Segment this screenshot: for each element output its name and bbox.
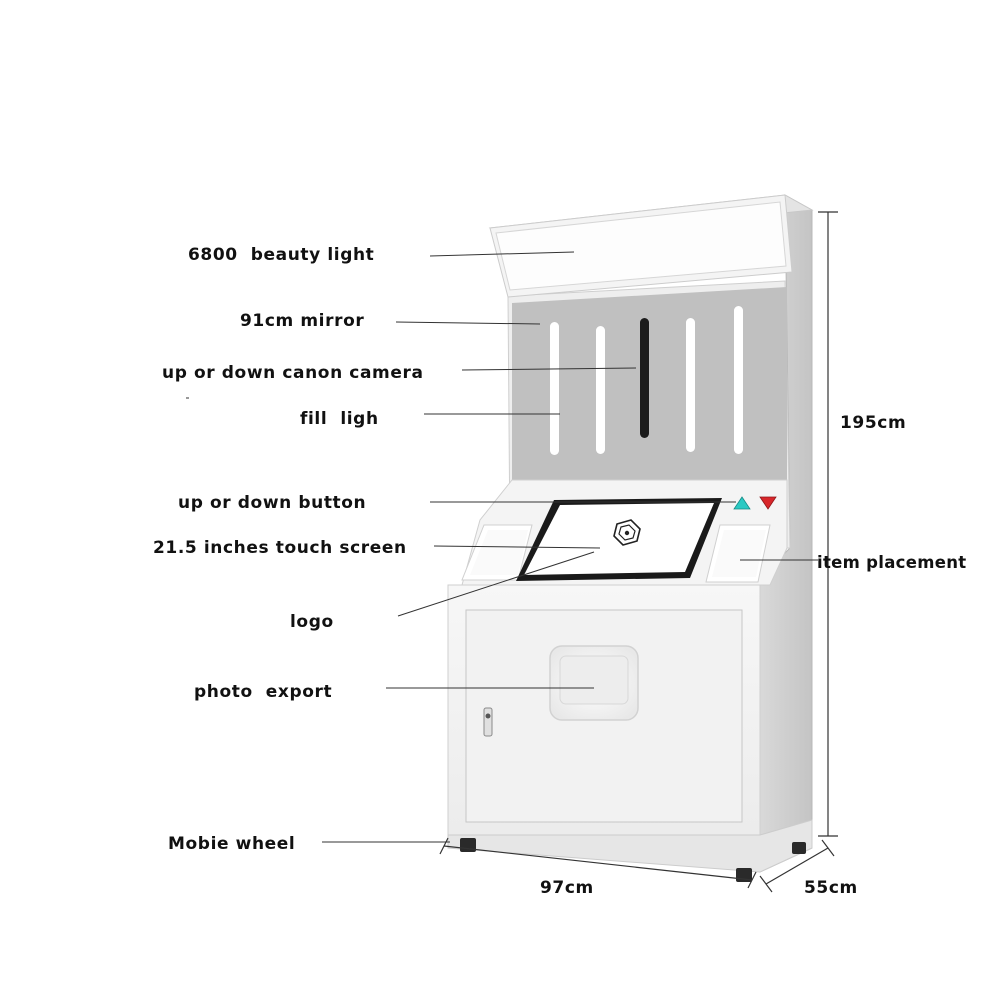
right-tray-inner xyxy=(712,530,766,577)
label-button: up or down button xyxy=(178,493,366,513)
hexagon-logo-icon xyxy=(613,519,641,546)
label-logo: logo xyxy=(290,612,334,632)
depth-dimension xyxy=(759,839,835,893)
width-dimension xyxy=(439,837,757,889)
label-photo-export: photo export xyxy=(194,682,332,702)
label-height: 195cm xyxy=(840,413,906,433)
right-tray xyxy=(705,524,771,583)
wheel xyxy=(460,838,476,852)
photo-export-slot[interactable] xyxy=(549,645,639,721)
triangle-up-icon[interactable] xyxy=(733,496,751,510)
label-fill-light: fill ligh xyxy=(300,409,379,429)
left-tray xyxy=(461,524,533,581)
height-dimension xyxy=(818,211,838,837)
leader-lines xyxy=(186,251,818,843)
beauty-light xyxy=(488,194,814,298)
label-touch-screen: 21.5 inches touch screen xyxy=(153,538,407,558)
leader-logo xyxy=(397,551,595,617)
fill-light-tube xyxy=(686,318,695,452)
label-mirror: 91cm mirror xyxy=(240,311,364,331)
label-item-placement: item placement xyxy=(817,553,966,572)
fill-lights xyxy=(550,306,743,455)
lock-icon[interactable] xyxy=(483,707,493,737)
label-depth: 55cm xyxy=(804,878,858,898)
wheel xyxy=(792,842,806,854)
beauty-light-panel xyxy=(495,201,787,291)
export-opening xyxy=(559,655,629,705)
leader-camera xyxy=(461,367,637,371)
leader-beauty-light xyxy=(429,251,575,257)
label-width: 97cm xyxy=(540,878,594,898)
callout-labels: 6800 beauty light 91cm mirror up or down… xyxy=(153,245,966,898)
triangle-down-icon[interactable] xyxy=(759,496,777,510)
photo-booth xyxy=(447,194,814,882)
screen-display xyxy=(524,503,714,575)
leader-mirror xyxy=(395,321,541,325)
left-tray-inner xyxy=(470,530,528,575)
fill-light-tube xyxy=(550,322,559,455)
leader-touch-screen xyxy=(433,545,601,549)
fill-light-tube xyxy=(734,306,743,454)
mirror xyxy=(512,287,787,480)
camera xyxy=(640,318,649,438)
label-wheel: Mobie wheel xyxy=(168,834,295,854)
label-beauty-light: 6800 beauty light xyxy=(188,245,374,265)
cabinet-base xyxy=(447,819,813,873)
fill-light-tube xyxy=(596,326,605,454)
label-camera: up or down canon camera xyxy=(162,363,424,383)
